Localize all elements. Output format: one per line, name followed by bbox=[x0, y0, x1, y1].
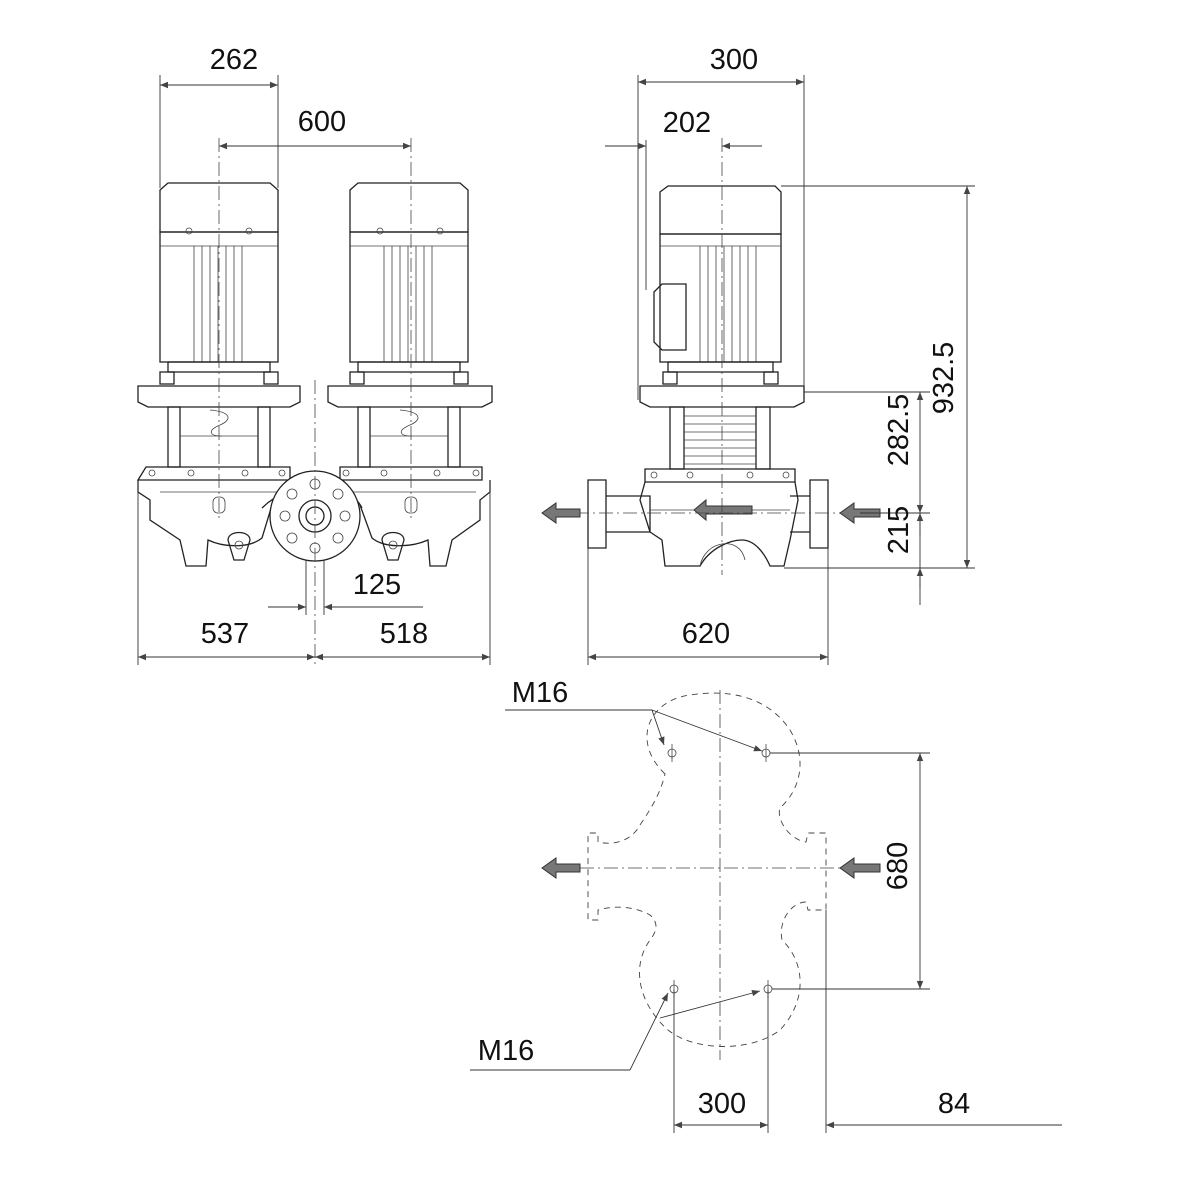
dim-bolt-depth: 680 bbox=[882, 842, 914, 890]
terminal-box bbox=[653, 283, 687, 351]
plan-outlet-arrow-icon bbox=[541, 857, 581, 879]
dim-motor-width: 262 bbox=[210, 44, 258, 76]
dim-pump-height: 282.5 bbox=[883, 394, 915, 467]
plan-view: M16 M16 680 300 84 bbox=[470, 677, 1062, 1133]
plan-inlet-arrow-icon bbox=[839, 857, 881, 879]
dim-port-to-port: 620 bbox=[682, 618, 730, 650]
flow-direction-icon bbox=[693, 498, 753, 522]
dim-overall-width: 300 bbox=[710, 44, 758, 76]
outlet-arrow-icon bbox=[541, 502, 581, 524]
plan-leaders bbox=[470, 709, 763, 1071]
thread-label-top: M16 bbox=[512, 677, 568, 709]
side-dimensions bbox=[587, 75, 975, 665]
right-motor bbox=[327, 182, 493, 567]
dim-flange: 125 bbox=[353, 569, 401, 601]
side-view: 300 202 932.5 282.5 215 620 bbox=[541, 44, 975, 665]
dim-left: 537 bbox=[201, 618, 249, 650]
plan-dimensions bbox=[673, 752, 1062, 1133]
dim-total-height: 932.5 bbox=[928, 342, 960, 415]
thread-label-bottom: M16 bbox=[478, 1035, 534, 1067]
dim-motor-offset: 202 bbox=[663, 107, 711, 139]
front-view: 262 600 125 537 518 bbox=[136, 44, 493, 665]
center-flange bbox=[261, 470, 363, 562]
dim-right: 518 bbox=[380, 618, 428, 650]
dim-motor-spacing: 600 bbox=[298, 106, 346, 138]
front-dimensions bbox=[137, 75, 491, 665]
dim-base-height: 215 bbox=[883, 506, 915, 554]
dim-offset: 84 bbox=[938, 1088, 970, 1120]
dim-bolt-spacing: 300 bbox=[698, 1088, 746, 1120]
